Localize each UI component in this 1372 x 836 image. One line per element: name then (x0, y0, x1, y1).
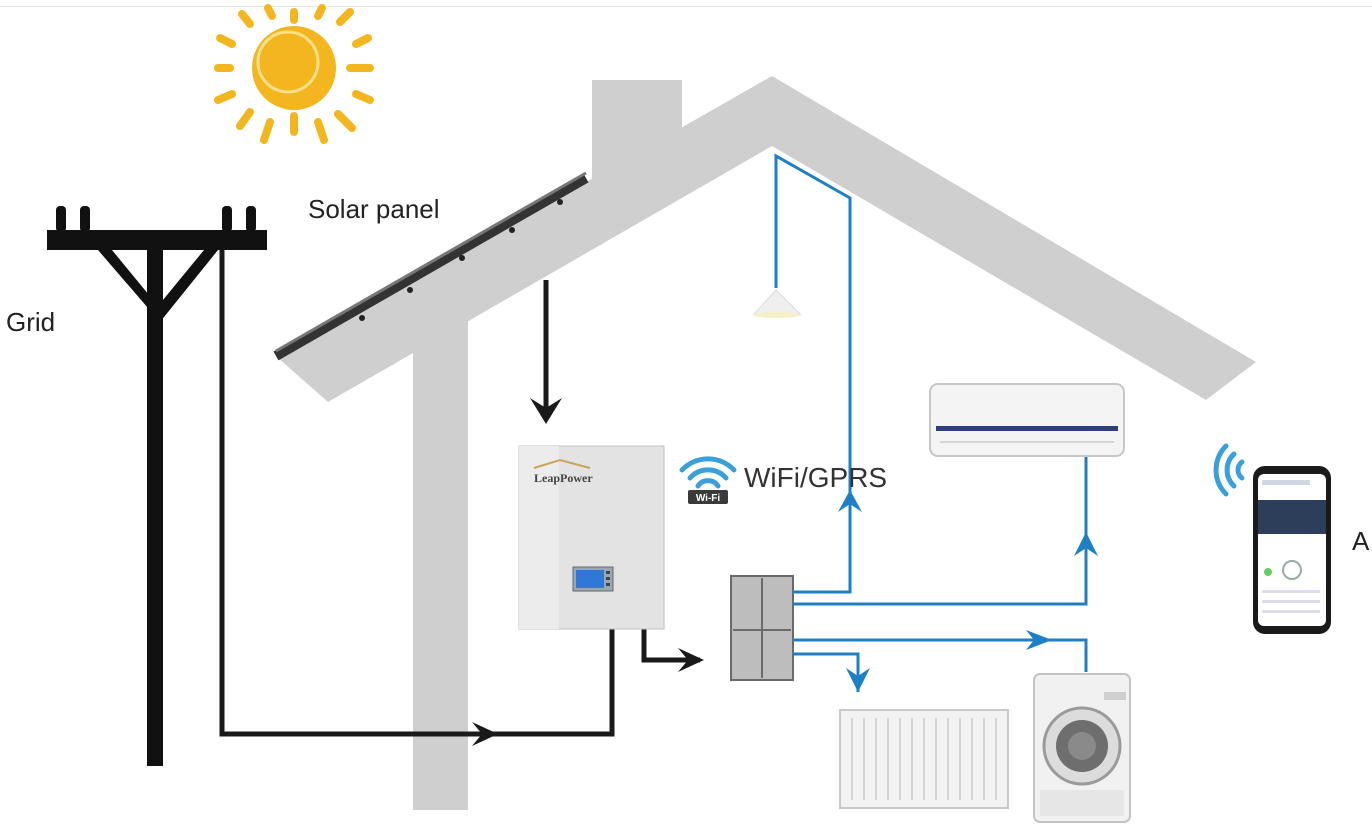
wifi-badge (688, 490, 728, 504)
grid-label: Grid (6, 307, 56, 337)
battery-brand-label: LeapPower (534, 471, 593, 485)
power-lines (219, 250, 700, 737)
radiator-icon (839, 709, 1009, 809)
smartphone-icon (1253, 466, 1331, 634)
solar-panel (273, 171, 589, 361)
ceiling-lamp-icon (752, 289, 802, 318)
wifi-icon (679, 456, 737, 489)
battery-unit (518, 445, 665, 630)
wifi-gprs-label: WiFi/GPRS (744, 462, 888, 493)
utility-pole (47, 206, 267, 766)
signal-icon (1213, 443, 1245, 497)
air-conditioner-icon (929, 383, 1125, 457)
app-label: A (1352, 526, 1370, 556)
house-outline (278, 76, 1256, 810)
load-arrows (838, 490, 1098, 692)
washing-machine-icon (1033, 673, 1131, 823)
distribution-box (730, 575, 794, 681)
wifi-badge-text: Wi-Fi (696, 493, 721, 504)
top-border (0, 0, 1372, 7)
solar-panel-label: Solar panel (308, 194, 440, 224)
sun-icon (214, 4, 374, 144)
power-arrows (472, 398, 704, 746)
